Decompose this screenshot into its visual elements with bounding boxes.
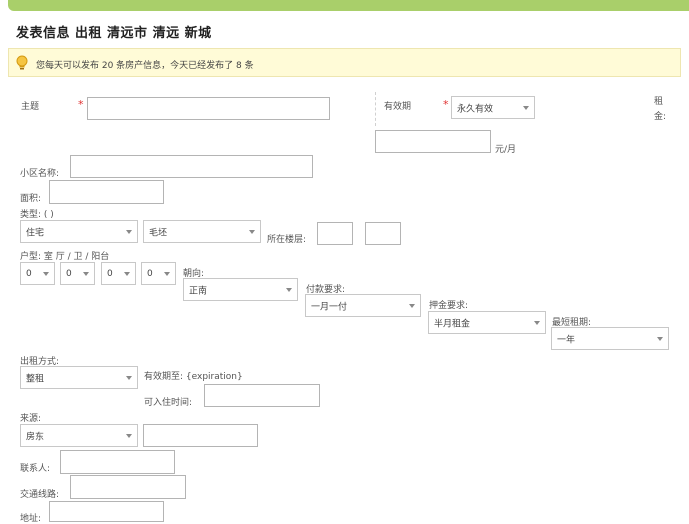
deposit-select[interactable]: 半月租金 bbox=[428, 311, 546, 334]
subject-label: 主题 bbox=[21, 102, 40, 112]
top-bar bbox=[8, 0, 689, 11]
valid-period-value: 永久有效 bbox=[457, 104, 494, 114]
decoration-select[interactable]: 毛坯 bbox=[143, 220, 261, 243]
chevron-down-icon bbox=[249, 229, 255, 234]
address-label: 地址: bbox=[20, 514, 42, 524]
chevron-down-icon bbox=[124, 271, 130, 276]
rent-label: 租金: bbox=[654, 97, 667, 122]
lightbulb-icon bbox=[16, 55, 28, 74]
column-divider bbox=[375, 92, 376, 126]
page-title: 发表信息 出租 清远市 清远 新城 bbox=[16, 26, 212, 41]
min-lease-select[interactable]: 一年 bbox=[551, 327, 669, 350]
rent-mode-select[interactable]: 整租 bbox=[20, 366, 138, 389]
area-label: 面积: bbox=[20, 194, 42, 204]
expire-label: 有效期至: {expiration} bbox=[144, 372, 243, 382]
rent-mode-label: 出租方式: bbox=[20, 357, 60, 367]
floor-input[interactable] bbox=[317, 222, 353, 245]
chevron-down-icon bbox=[534, 320, 540, 325]
orientation-select[interactable]: 正南 bbox=[183, 278, 298, 301]
orientation-value: 正南 bbox=[189, 286, 208, 296]
contact-label: 联系人: bbox=[20, 464, 51, 474]
community-label: 小区名称: bbox=[20, 169, 60, 179]
bedroom-select[interactable]: 0 bbox=[20, 262, 55, 285]
source-value: 房东 bbox=[26, 432, 45, 442]
chevron-down-icon bbox=[126, 433, 132, 438]
livingroom-value: 0 bbox=[66, 268, 72, 279]
min-lease-value: 一年 bbox=[557, 335, 576, 345]
transit-label: 交通线路: bbox=[20, 490, 60, 500]
valid-period-label: 有效期 bbox=[384, 102, 412, 112]
contact-input[interactable] bbox=[60, 450, 175, 474]
type-label: 类型: ( ) bbox=[20, 210, 54, 220]
rent-mode-value: 整租 bbox=[26, 374, 45, 384]
chevron-down-icon bbox=[286, 287, 292, 292]
decoration-value: 毛坯 bbox=[149, 228, 168, 238]
payment-value: 一月一付 bbox=[311, 302, 348, 312]
deposit-label: 押金要求: bbox=[429, 301, 469, 311]
address-input[interactable] bbox=[49, 501, 164, 522]
chevron-down-icon bbox=[83, 271, 89, 276]
area-input[interactable] bbox=[49, 180, 164, 204]
balcony-value: 0 bbox=[147, 268, 153, 279]
required-star: * bbox=[443, 98, 449, 111]
house-type-select[interactable]: 住宅 bbox=[20, 220, 138, 243]
chevron-down-icon bbox=[657, 336, 663, 341]
community-input[interactable] bbox=[70, 155, 313, 178]
required-star: * bbox=[78, 98, 84, 111]
chevron-down-icon bbox=[409, 303, 415, 308]
valid-period-select[interactable]: 永久有效 bbox=[451, 96, 535, 119]
bedroom-value: 0 bbox=[26, 268, 32, 279]
move-in-label: 可入住时间: bbox=[144, 398, 193, 408]
payment-select[interactable]: 一月一付 bbox=[305, 294, 421, 317]
move-in-input[interactable] bbox=[204, 384, 320, 407]
source-label: 来源: bbox=[20, 414, 42, 424]
rent-input[interactable] bbox=[375, 130, 491, 153]
house-type-value: 住宅 bbox=[26, 228, 45, 238]
chevron-down-icon bbox=[126, 229, 132, 234]
bathroom-value: 0 bbox=[107, 268, 113, 279]
deposit-value: 半月租金 bbox=[434, 319, 471, 329]
chevron-down-icon bbox=[164, 271, 170, 276]
layout-label: 户型: 室 厅 / 卫 / 阳台 bbox=[20, 252, 110, 262]
transit-input[interactable] bbox=[70, 475, 186, 499]
source-extra-input[interactable] bbox=[143, 424, 258, 447]
notice-text: 您每天可以发布 20 条房产信息，今天已经发布了 8 条 bbox=[36, 61, 254, 71]
livingroom-select[interactable]: 0 bbox=[60, 262, 95, 285]
balcony-select[interactable]: 0 bbox=[141, 262, 176, 285]
chevron-down-icon bbox=[126, 375, 132, 380]
min-lease-label: 最短租期: bbox=[552, 318, 592, 328]
payment-label: 付款要求: bbox=[306, 285, 346, 295]
rent-unit: 元/月 bbox=[495, 145, 517, 155]
total-floor-input[interactable] bbox=[365, 222, 401, 245]
source-select[interactable]: 房东 bbox=[20, 424, 138, 447]
orientation-label: 朝向: bbox=[183, 269, 205, 279]
bathroom-select[interactable]: 0 bbox=[101, 262, 136, 285]
chevron-down-icon bbox=[43, 271, 49, 276]
notice-banner: 您每天可以发布 20 条房产信息，今天已经发布了 8 条 bbox=[8, 48, 681, 77]
floor-label: 所在楼层: bbox=[267, 235, 307, 245]
chevron-down-icon bbox=[523, 105, 529, 110]
subject-input[interactable] bbox=[87, 97, 330, 120]
